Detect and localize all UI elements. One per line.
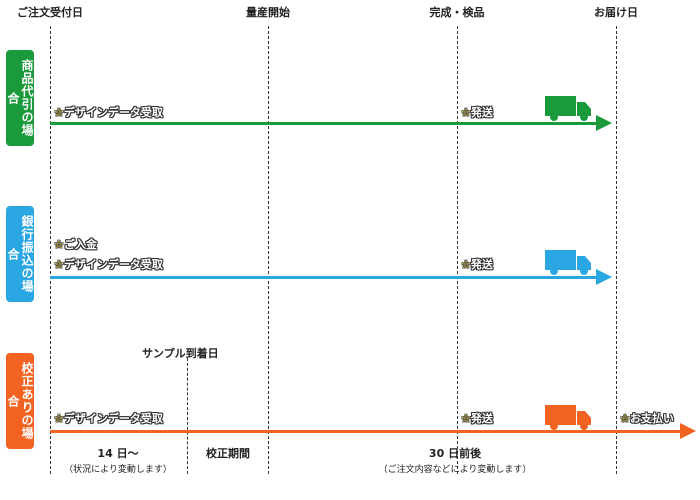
divider-completed: [457, 26, 458, 474]
tag-ship-proof: ☆発送: [461, 412, 493, 425]
tag-payment-received: ☆ご入金: [54, 238, 97, 251]
truck-icon: [545, 405, 591, 430]
tag-payment-proof: ☆お支払い: [620, 412, 674, 425]
row-label-bank-transfer: 銀行振込の場合: [6, 206, 34, 302]
column-order-received: ご注文受付日: [17, 6, 83, 19]
period-main-note: （ご注文内容などにより変動します）: [378, 465, 532, 475]
period-first-note: （状況により変動します）: [64, 465, 172, 475]
divider-order-received: [50, 26, 51, 474]
timeline-arrow-proof: [50, 423, 696, 439]
sample-arrival-label: サンプル到着日: [142, 347, 219, 360]
tag-design-data-cod: ☆デザインデータ受取: [54, 106, 163, 119]
column-delivery: お届け日: [594, 6, 638, 19]
period-proof: 校正期間: [206, 447, 250, 460]
truck-icon: [545, 250, 591, 275]
column-completed: 完成・検品: [429, 6, 485, 19]
row-label-proof: 校正ありの場合: [6, 353, 34, 449]
truck-icon: [545, 96, 591, 121]
timeline-arrow-bank: [50, 269, 612, 285]
timeline-arrow-cod: [50, 115, 612, 131]
column-mass-production: 量産開始: [246, 6, 290, 19]
period-first: 14 日〜: [97, 447, 139, 460]
divider-delivery: [616, 26, 617, 474]
row-label-cod: 商品代引の場合: [6, 50, 34, 146]
divider-sample-arrival: [187, 358, 188, 474]
period-main: 30 日前後: [428, 447, 482, 460]
divider-mass-production: [268, 26, 269, 474]
tag-ship-bank: ☆発送: [461, 258, 493, 271]
tag-ship-cod: ☆発送: [461, 106, 493, 119]
tag-design-data-bank: ☆デザインデータ受取: [54, 258, 163, 271]
tag-design-data-proof: ☆デザインデータ受取: [54, 412, 163, 425]
